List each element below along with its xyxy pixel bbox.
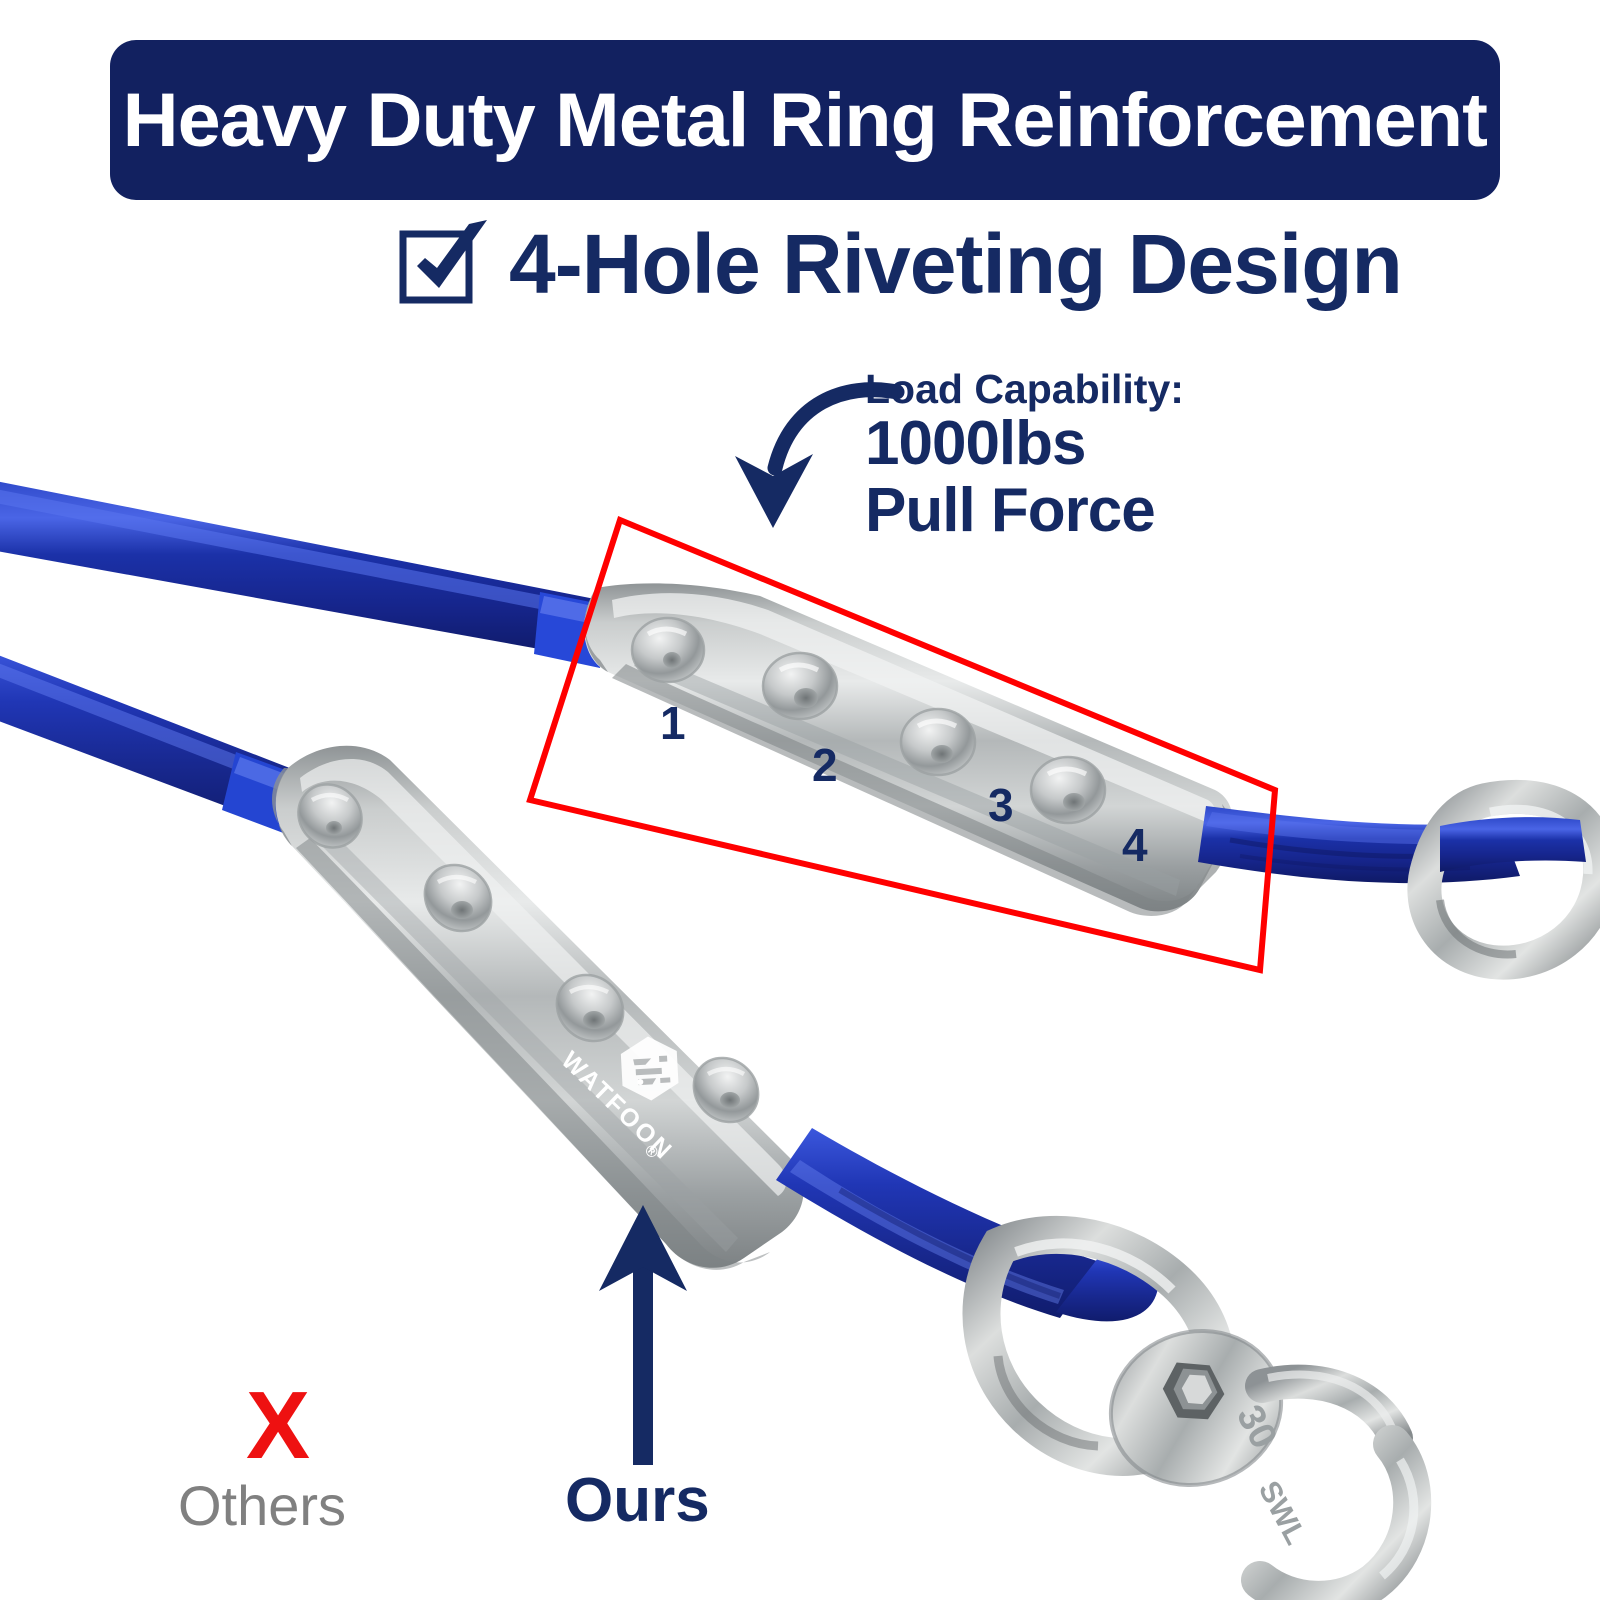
others-label: Others [178, 1474, 347, 1537]
rivet-label-4: 4 [1122, 819, 1148, 871]
load-capability-label: Load Capability: [865, 366, 1184, 412]
rivet-label-3: 3 [988, 779, 1014, 831]
arrow-up-icon [599, 1205, 687, 1465]
load-capability-unit: Pull Force [865, 476, 1156, 545]
checkbox-checked-icon [395, 218, 487, 310]
others-x-mark: X [246, 1372, 311, 1479]
highlight-rectangle [526, 515, 1279, 974]
curved-arrow-down-left-icon [735, 382, 905, 528]
rivet-label-1: 1 [660, 697, 686, 749]
ours-label: Ours [565, 1466, 710, 1535]
load-capability-value: 1000lbs [865, 409, 1087, 479]
rivet-label-2: 2 [812, 739, 838, 791]
load-capability-callout: Load Capability: 1000lbs Pull Force [865, 366, 1285, 545]
subtitle-label: 4-Hole Riveting Design [509, 217, 1403, 311]
header-banner: Heavy Duty Metal Ring Reinforcement [110, 40, 1500, 200]
subtitle-row: 4-Hole Riveting Design [395, 217, 1403, 311]
swivel-marking-swl: SWL [1252, 1476, 1312, 1550]
watfoon-hex-logo-icon [620, 1036, 679, 1101]
banner-title: Heavy Duty Metal Ring Reinforcement [122, 77, 1488, 163]
